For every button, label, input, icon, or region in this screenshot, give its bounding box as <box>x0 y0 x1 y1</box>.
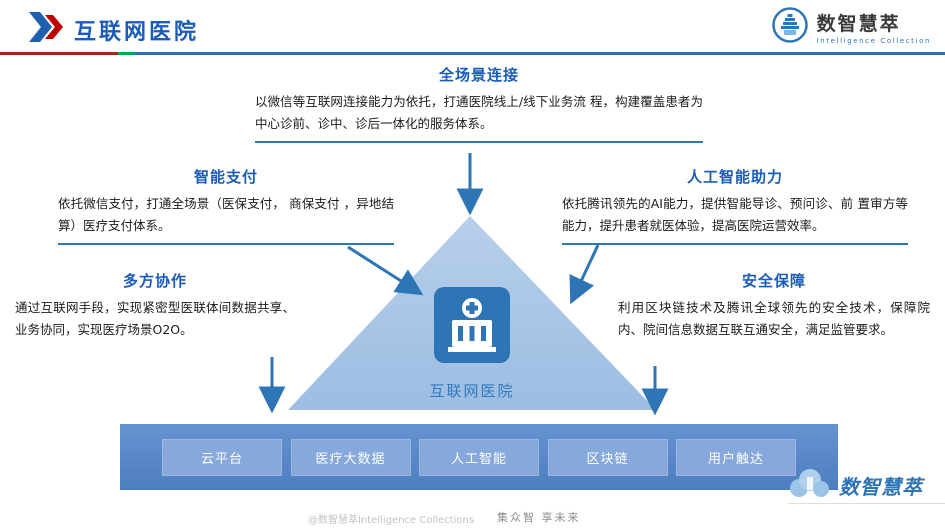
divider-green-segment <box>118 52 134 55</box>
platform-box-ai: 人工智能 <box>419 438 539 476</box>
section-multi-collab-body: 通过互联网手段，实现紧密型医联体间数据共享、业务协同，实现医疗场景O2O。 <box>15 300 295 337</box>
brand-subtitle: Intelligence Collection <box>816 37 931 45</box>
section-security-body: 利用区块链技术及腾讯全球领先的安全技术，保障院 内、院间信息数据互联互通安全，满… <box>618 300 930 337</box>
app-logo-graphic <box>29 12 63 42</box>
watermark-divider <box>788 503 945 504</box>
section-ai-assist: 人工智能助力 依托腾讯领先的AI能力，提供智能导诊、预问诊、前 置审方等能力，提… <box>562 166 908 245</box>
section-multi-collab: 多方协作 通过互联网手段，实现紧密型医联体间数据共享、业务协同，实现医疗场景O2… <box>15 270 295 341</box>
platform-box-user-reach: 用户触达 <box>676 438 796 476</box>
platform-box-bigdata: 医疗大数据 <box>290 438 411 476</box>
pyramid-label: 互联网医院 <box>429 382 515 400</box>
footer-credit: @数智慧萃Intelligence Collections <box>308 515 475 526</box>
watermark-cloud-icon <box>785 466 833 504</box>
platform-box-blockchain: 区块链 <box>547 438 668 476</box>
section-smart-pay: 智能支付 依托微信支付，打通全场景（医保支付， 商保支付 ，异地结算）医疗支付体… <box>58 166 394 245</box>
platform-bar: 云平台 医疗大数据 人工智能 区块链 用户触达 <box>120 424 838 490</box>
logo-blue-chevron <box>29 12 52 42</box>
section-ai-assist-title: 人工智能助力 <box>686 168 783 186</box>
page-title: 互联网医院 <box>74 20 200 45</box>
brand-text: 数智慧萃 Intelligence Collection <box>817 9 931 45</box>
section-smart-pay-body: 依托微信支付，打通全场景（医保支付， 商保支付 ，异地结算）医疗支付体系。 <box>58 196 394 233</box>
divider-blue-segment <box>134 52 945 55</box>
brand-logo-icon <box>771 6 809 48</box>
platform-box-cloud: 云平台 <box>162 438 282 476</box>
brand-circle <box>771 7 808 43</box>
arrow-ai-assist <box>569 244 600 305</box>
brand-name: 数智慧萃 <box>816 13 901 35</box>
app-logo-icon <box>28 11 66 43</box>
section-full-scene: 全场景连接 以微信等互联网连接能力为依托，打通医院线上/线下业务流 程，构建覆盖… <box>255 64 703 143</box>
section-smart-pay-title: 智能支付 <box>193 168 258 186</box>
logo-red-chevron <box>45 15 63 39</box>
section-full-scene-body: 以微信等互联网连接能力为依托，打通医院线上/线下业务流 程，构建覆盖患者为中心诊… <box>255 94 703 131</box>
hospital-icon <box>434 287 510 363</box>
header-divider <box>0 52 945 55</box>
footer-slogan: 集众智 享未来 <box>497 511 581 524</box>
divider-red-segment <box>0 52 118 55</box>
brand-block: 数智慧萃 Intelligence Collection <box>771 6 931 48</box>
section-multi-collab-title: 多方协作 <box>122 272 187 290</box>
section-security: 安全保障 利用区块链技术及腾讯全球领先的安全技术，保障院 内、院间信息数据互联互… <box>618 270 930 341</box>
watermark-text: 数智慧萃 <box>839 474 923 499</box>
brand-pagoda <box>787 14 793 17</box>
section-ai-assist-body: 依托腾讯领先的AI能力，提供智能导诊、预问诊、前 置审方等能力，提升患者就医体验… <box>562 196 908 233</box>
arrow-smart-pay <box>347 245 424 296</box>
watermark: 数智慧萃 <box>785 466 923 504</box>
section-full-scene-title: 全场景连接 <box>438 66 519 84</box>
section-security-title: 安全保障 <box>741 272 806 290</box>
